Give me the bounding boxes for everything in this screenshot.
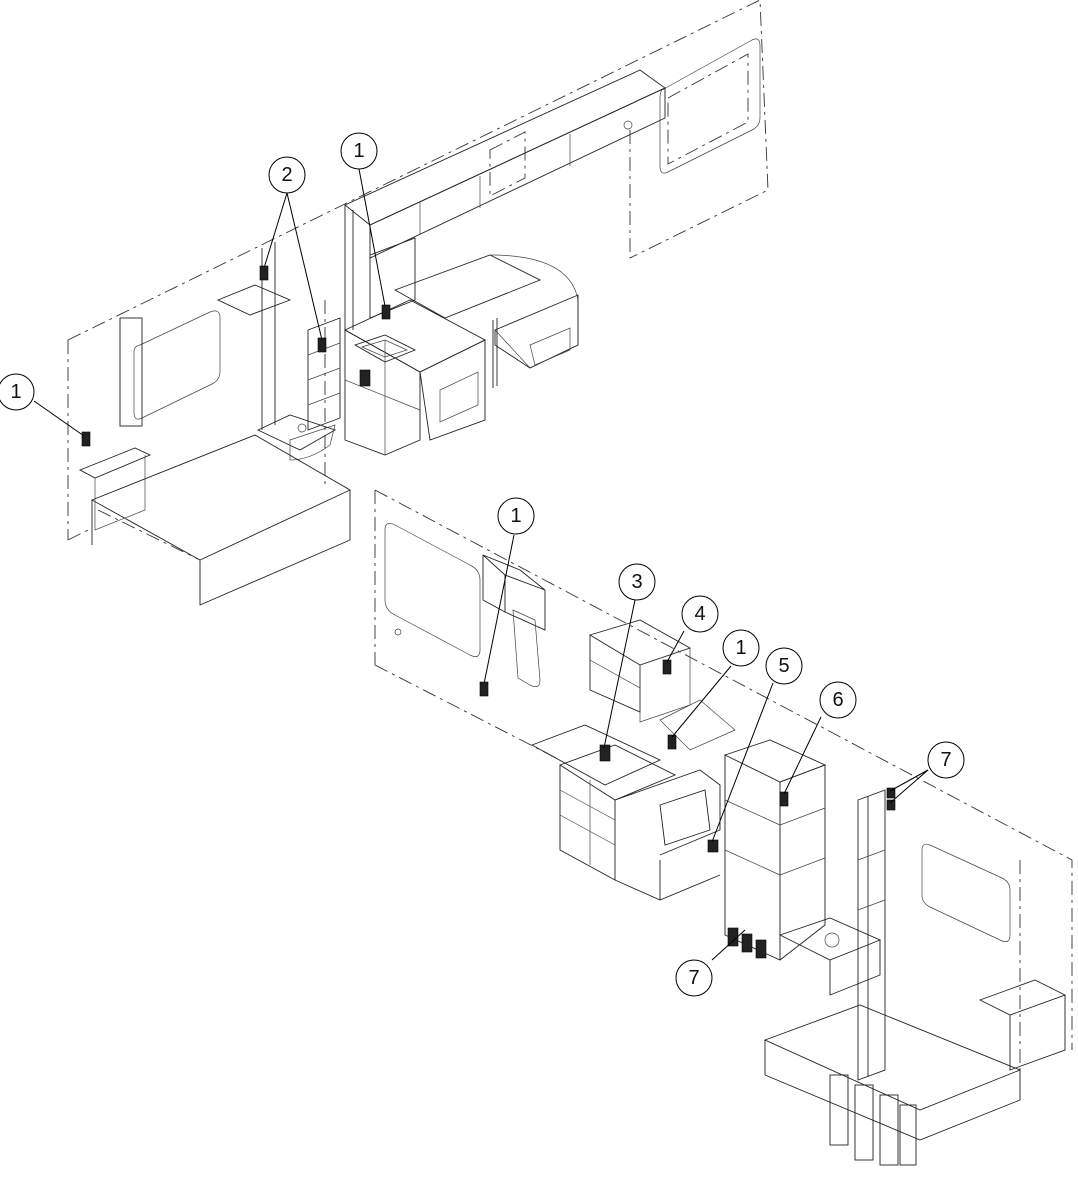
callout-6: 6	[820, 682, 856, 718]
callout-5: 5	[766, 648, 802, 684]
svg-text:3: 3	[631, 571, 642, 593]
callout-2: 2	[269, 157, 305, 193]
upper-window-right	[660, 39, 760, 173]
svg-text:1: 1	[510, 505, 521, 527]
svg-text:4: 4	[694, 603, 705, 625]
marker-1-right	[668, 735, 676, 749]
marker-7-a	[887, 788, 895, 798]
table-legs	[830, 1075, 916, 1165]
lower-table-top	[765, 1005, 1020, 1110]
upper-back-wall	[68, 0, 768, 340]
corner-shelf-bottom	[258, 415, 335, 450]
lower-assembly	[375, 490, 1072, 1165]
bed-platform-top	[92, 435, 350, 560]
upper-window-right-inner	[668, 54, 748, 164]
upper-right-cabinet	[370, 238, 415, 318]
marker-1-mid	[480, 682, 488, 696]
upper-assembly	[68, 0, 768, 605]
corner-shelf-top	[218, 285, 290, 315]
marker-sink	[360, 370, 370, 386]
marker-1-left	[82, 432, 90, 446]
lower-overhead-box	[483, 555, 545, 590]
svg-text:2: 2	[281, 164, 292, 186]
svg-text:7: 7	[688, 967, 699, 989]
tall-cabinet-top	[725, 740, 825, 782]
center-cabinet-body	[345, 330, 420, 455]
marker-1-top	[382, 305, 390, 319]
lower-back-wall	[375, 490, 1072, 1050]
svg-text:1: 1	[353, 140, 364, 162]
bench-cushion	[80, 448, 150, 478]
overhead-cabinet-box	[490, 132, 525, 196]
marker-3	[600, 745, 610, 761]
center-counter-front	[420, 340, 485, 440]
marker-5	[708, 840, 718, 852]
svg-text:1: 1	[735, 637, 746, 659]
leader-lines	[34, 169, 928, 960]
svg-text:5: 5	[778, 655, 789, 677]
svg-text:1: 1	[10, 381, 21, 403]
callout-bubbles: 1 2 1 1 3 4 1 5	[0, 133, 964, 996]
vent-grille	[728, 928, 766, 958]
callout-3: 3	[619, 564, 655, 600]
tall-panel	[858, 790, 885, 1080]
callout-4: 4	[682, 596, 718, 632]
callout-1-left: 1	[0, 374, 34, 410]
right-counter-top	[780, 918, 880, 960]
lower-window-right	[922, 844, 1010, 941]
lower-bench	[980, 980, 1065, 1015]
upper-window-frame	[120, 318, 142, 426]
callout-7-bottom: 7	[676, 960, 712, 996]
marker-4	[663, 660, 671, 674]
upper-shelf-unit	[590, 620, 690, 665]
upper-wall-foot	[68, 528, 92, 540]
lower-sink-basin	[560, 745, 675, 800]
callout-1-top: 1	[341, 133, 377, 169]
marker-2-a	[260, 266, 268, 280]
callout-1-mid: 1	[498, 498, 534, 534]
bed-platform-front	[200, 490, 350, 605]
part-markers	[82, 266, 895, 852]
svg-text:6: 6	[832, 689, 843, 711]
upper-window-left	[134, 311, 220, 419]
svg-text:7: 7	[940, 749, 951, 771]
callout-1-right: 1	[723, 630, 759, 666]
lower-window-left	[385, 523, 480, 656]
lower-drawer	[660, 790, 710, 845]
lower-table-front	[765, 1040, 1020, 1140]
right-desk-drawer	[495, 295, 578, 368]
right-desk-top	[395, 255, 540, 318]
marker-2-b	[318, 338, 326, 352]
callout-7-top: 7	[928, 742, 964, 778]
overhead-cabinet-top	[345, 70, 665, 225]
marker-6	[780, 792, 788, 806]
